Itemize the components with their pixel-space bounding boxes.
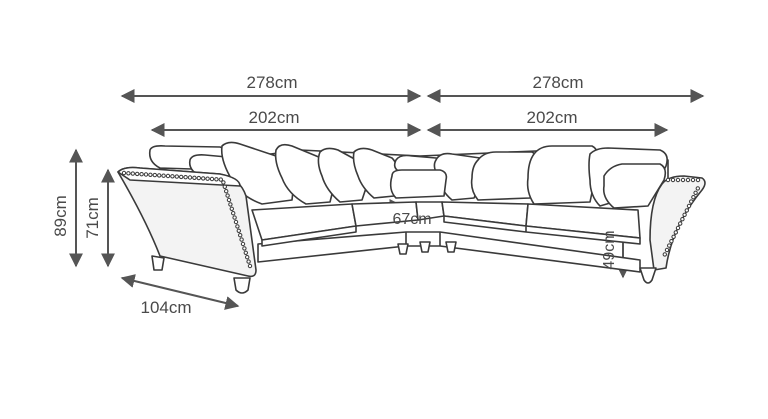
- nailhead-stud: [695, 186, 700, 191]
- nailhead-stud: [232, 215, 237, 220]
- nailhead-stud: [678, 221, 683, 226]
- nailhead-stud: [689, 199, 694, 204]
- corner-sofa-illustration: [117, 141, 706, 294]
- nailhead-stud: [690, 177, 696, 183]
- seat-height-label: 49cm: [601, 230, 618, 269]
- leg: [445, 241, 457, 253]
- depth-line: [120, 274, 240, 310]
- nailhead-stud: [233, 219, 239, 225]
- nailhead-stud: [225, 193, 230, 198]
- nailhead-stud: [229, 206, 235, 212]
- nailhead-stud: [667, 243, 672, 248]
- nailhead-stud: [665, 177, 671, 183]
- nailhead-stud: [671, 234, 676, 240]
- nailhead-stud: [192, 175, 197, 181]
- seat-cushions: [251, 201, 641, 247]
- sofa-legs: [151, 241, 657, 294]
- seat-width-right-label: 202cm: [526, 108, 577, 127]
- overall-height-label: 89cm: [51, 195, 70, 237]
- nailhead-stud: [165, 173, 171, 179]
- nailhead-stud: [691, 195, 696, 200]
- nailhead-stud: [228, 202, 233, 207]
- nailhead-stud: [152, 172, 158, 178]
- nailhead-stud: [130, 171, 136, 176]
- nailhead-stud: [669, 239, 674, 244]
- nailhead-stud: [183, 175, 188, 180]
- nailhead-stud: [673, 230, 678, 235]
- nailhead-stud: [201, 176, 206, 181]
- leg: [397, 243, 409, 255]
- nailhead-stud: [148, 172, 153, 178]
- nailhead-stud: [224, 189, 229, 194]
- nailhead-stud: [209, 176, 215, 182]
- nailhead-stud: [205, 176, 210, 181]
- nailhead-stud: [179, 174, 184, 180]
- nailhead-stud: [680, 217, 685, 222]
- nailhead-stud: [670, 177, 676, 183]
- nailhead-stud: [135, 171, 140, 177]
- nailhead-stud: [685, 177, 691, 183]
- nailhead-stud: [684, 208, 689, 213]
- total-width-left-label: 278cm: [246, 73, 297, 92]
- left-arm-top: [117, 166, 241, 187]
- nailhead-stud: [664, 247, 670, 253]
- seat-width-left-label: 202cm: [248, 108, 299, 127]
- left-arm-studs: [121, 170, 253, 269]
- nailhead-stud: [247, 263, 253, 269]
- nailhead-stud: [196, 175, 202, 181]
- seat-cushion-fronts: [261, 215, 641, 247]
- nailhead-stud: [246, 259, 251, 264]
- nailhead-stud: [695, 177, 701, 183]
- nailhead-stud: [126, 171, 131, 176]
- nailhead-stud: [693, 190, 698, 196]
- nailhead-stud: [675, 177, 681, 183]
- back-cushion: [526, 145, 600, 205]
- nailhead-stud: [236, 228, 242, 234]
- nailhead-stud: [222, 184, 228, 190]
- leg: [151, 255, 165, 271]
- nailhead-stud: [226, 197, 232, 203]
- nailhead-stud: [231, 211, 236, 216]
- nailhead-stud: [187, 175, 193, 180]
- nailhead-stud: [235, 224, 240, 229]
- leg: [233, 277, 251, 294]
- nailhead-stud: [157, 173, 162, 178]
- nailhead-stud: [174, 174, 180, 179]
- nailhead-stud: [139, 172, 144, 177]
- nailhead-stud: [675, 225, 681, 231]
- nailhead-stud: [121, 170, 127, 176]
- nailhead-stud: [143, 172, 149, 177]
- right-arm-studs: [662, 177, 701, 257]
- nailhead-stud: [161, 173, 166, 178]
- nailhead-stud: [239, 237, 244, 242]
- leg: [639, 267, 657, 284]
- corner-depth-label: 67cm: [392, 211, 431, 228]
- nailhead-stud: [218, 177, 224, 182]
- nailhead-stud: [662, 252, 667, 257]
- dimension-labels: 278cm 278cm 202cm 202cm 67cm 104cm 89cm …: [51, 73, 618, 317]
- total-width-right-label: 278cm: [532, 73, 583, 92]
- nailhead-stud: [240, 241, 246, 247]
- nailhead-stud: [243, 250, 249, 256]
- arm-height-label: 71cm: [83, 197, 102, 239]
- corner-scatter-cushion: [389, 169, 448, 199]
- nailhead-stud: [221, 180, 226, 185]
- leg: [419, 241, 431, 253]
- nailhead-stud: [682, 212, 687, 218]
- right-scatter-cushion: [602, 163, 667, 209]
- nailhead-stud: [214, 177, 219, 182]
- nailhead-stud: [680, 177, 686, 183]
- nailhead-stud: [242, 246, 247, 251]
- nailhead-stud: [238, 233, 243, 238]
- dimension-lines: [69, 89, 705, 310]
- sofa-base: [257, 231, 641, 273]
- nailhead-stud: [245, 255, 250, 260]
- nailhead-stud: [686, 203, 692, 209]
- depth-label: 104cm: [140, 298, 191, 317]
- nailhead-stud: [170, 174, 175, 179]
